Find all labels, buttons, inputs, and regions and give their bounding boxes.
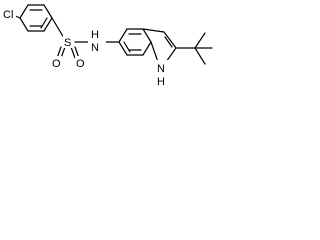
mask-o-left bbox=[51, 56, 62, 70]
bond-indole-6-f bbox=[118, 41, 128, 56]
bond-tbutyl-up bbox=[194, 32, 206, 49]
bond-indole-6-d bbox=[142, 41, 152, 56]
bond-lines bbox=[12, 4, 213, 65]
bond-indole-5-b bbox=[163, 31, 177, 49]
indole-nitrogen-label: N bbox=[157, 63, 165, 75]
bond-ring1-inner-c bbox=[40, 17, 48, 29]
atom-label-masks bbox=[2, 6, 169, 88]
mask-indole-nh bbox=[153, 60, 169, 88]
mask-o-right bbox=[75, 56, 86, 70]
bond-indole-6-c bbox=[142, 28, 152, 43]
oxygen-label-right: O bbox=[76, 58, 85, 70]
bond-indole-6-inner-c bbox=[123, 41, 131, 53]
amide-nitrogen-label: N bbox=[91, 42, 99, 54]
bond-indole-5-inner bbox=[164, 36, 173, 48]
bond-tbutyl-down bbox=[194, 47, 206, 65]
bond-ring1-f bbox=[19, 17, 29, 32]
chlorine-label: Cl bbox=[3, 9, 13, 21]
mask-cl bbox=[2, 6, 16, 20]
oxygen-label-left: O bbox=[52, 58, 61, 70]
atom-labels: Cl S O O H N N H bbox=[3, 9, 165, 88]
chemical-structure-canvas: Cl S O O H N N H bbox=[0, 0, 216, 97]
amide-hydrogen-label: H bbox=[91, 29, 99, 41]
sulfur-label: S bbox=[64, 37, 71, 49]
bond-indole-5-a bbox=[142, 28, 165, 33]
mask-s bbox=[63, 34, 73, 48]
bond-ring1-c bbox=[43, 4, 53, 19]
bond-ring1-d bbox=[43, 17, 53, 32]
bond-ring1-a bbox=[19, 4, 29, 19]
bond-indole-6-a bbox=[118, 28, 128, 43]
molecule-structure: Cl S O O H N N H bbox=[2, 4, 213, 88]
bond-s-o-right-a bbox=[70, 46, 76, 59]
indole-hydrogen-label: H bbox=[157, 76, 165, 88]
bond-ring-s bbox=[51, 17, 65, 39]
bond-indole-5-c bbox=[165, 47, 177, 63]
mask-nh bbox=[88, 29, 106, 55]
bond-indole-5-d bbox=[150, 41, 159, 63]
